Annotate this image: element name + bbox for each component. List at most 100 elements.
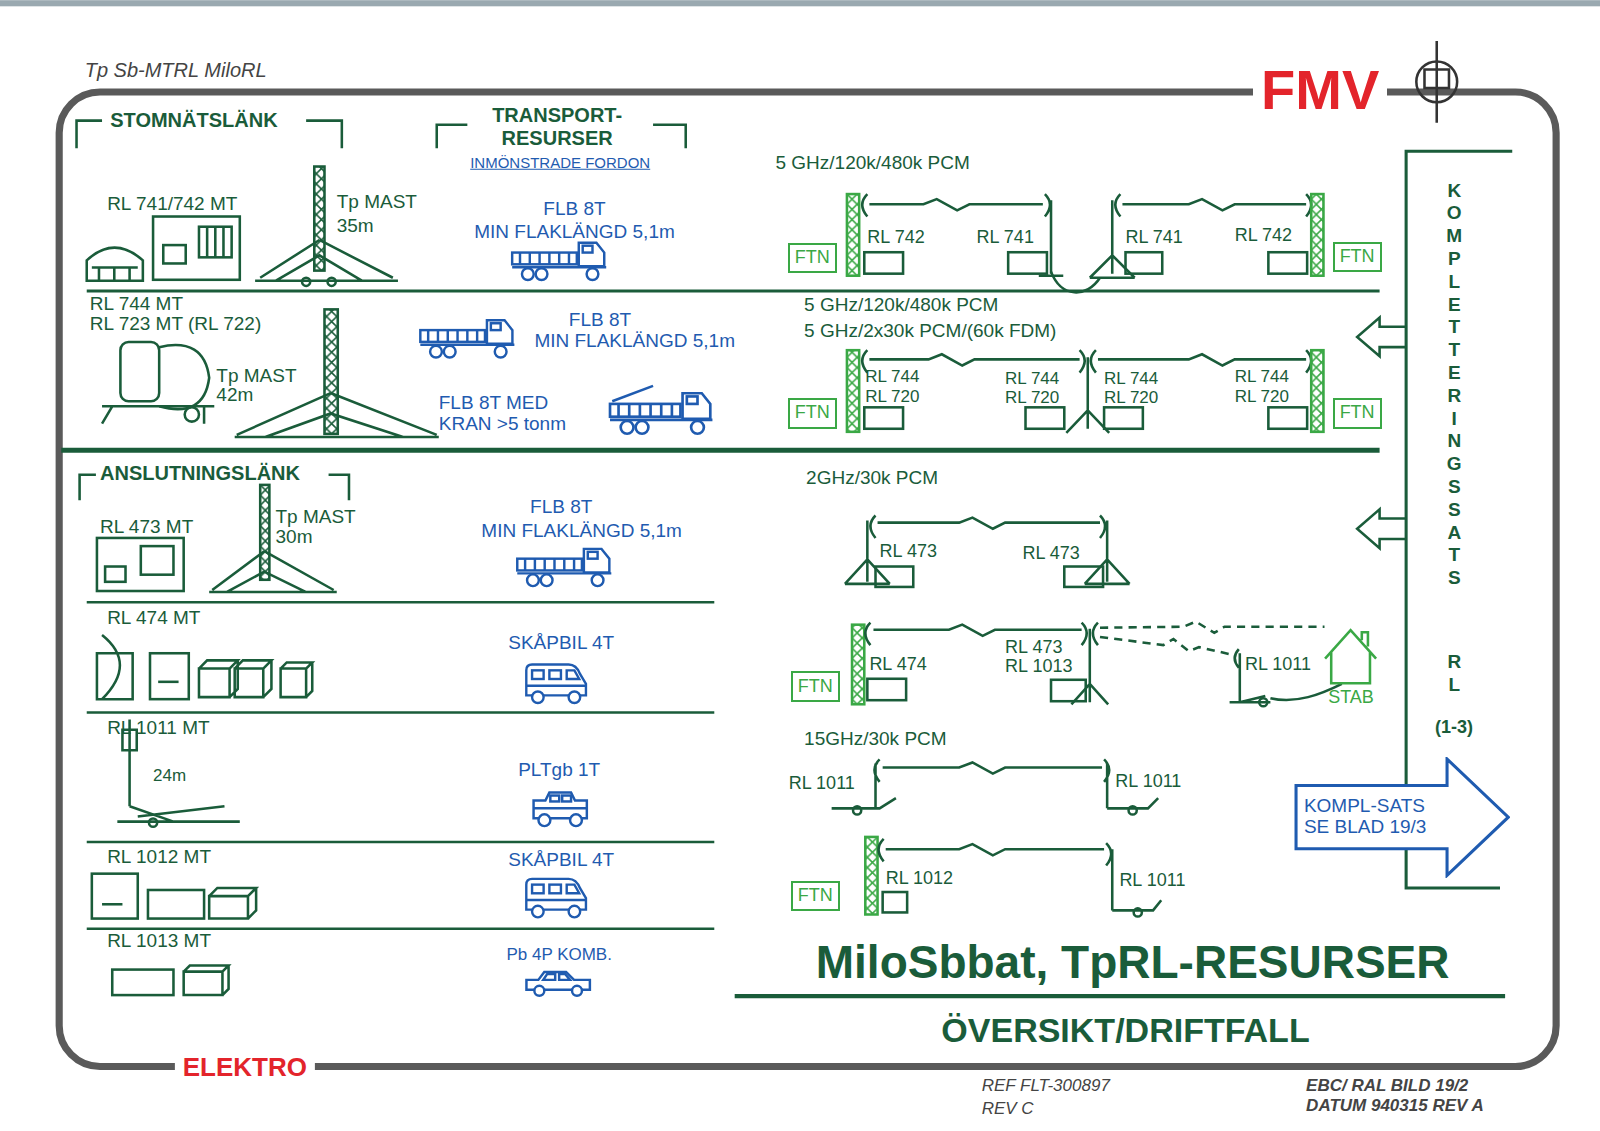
letter: O — [1443, 202, 1466, 225]
equipment-icons-part — [163, 245, 185, 263]
arrow-outline-shape — [1296, 759, 1508, 875]
vehicle-icons-part — [517, 549, 611, 586]
letter: I — [1443, 408, 1466, 431]
equipment-icons-part — [112, 970, 173, 996]
text-label: RL 720 — [1104, 389, 1158, 408]
radio-link-diagrams-part — [1129, 806, 1137, 814]
vehicle-icons-part — [612, 386, 653, 401]
text-label: RL 720 — [1005, 389, 1059, 408]
page-frame-part — [59, 92, 1556, 1066]
radio-link-diagrams-part — [864, 252, 903, 273]
ftn-box: FTN — [1333, 398, 1382, 429]
page-frame-part — [0, 0, 1600, 6]
ftn-box: FTN — [1333, 242, 1382, 273]
radio-link-diagrams-part — [1098, 354, 1306, 365]
vehicle-icons — [420, 243, 712, 996]
letter: A — [1443, 522, 1466, 545]
radio-link-diagrams-part — [879, 839, 884, 861]
node-text: FTN — [1340, 403, 1375, 423]
radio-link-diagrams-part — [1039, 194, 1063, 276]
text-label: RL 741/742 MT — [107, 194, 237, 215]
vehicle-icons-part — [610, 393, 712, 434]
equipment-icons-part — [209, 551, 337, 592]
letter: T — [1443, 339, 1466, 362]
vertical-label: KOMPLETTERINGSSATS — [1443, 180, 1466, 590]
text-label: FLB 8T — [543, 199, 605, 220]
text-label: SKÅPBIL 4T — [508, 632, 614, 653]
grid-lines-part — [1357, 318, 1406, 357]
equipment-icons-part — [92, 874, 138, 919]
equipment-icons-part — [120, 342, 159, 401]
equipment-icons-part — [199, 227, 232, 258]
text-label: KRAN >5 tonm — [439, 414, 566, 435]
text-label: RL 742 — [1235, 226, 1292, 246]
text-label: TRANSPORT- — [492, 104, 622, 126]
equipment-icons-part — [141, 546, 174, 575]
radio-link-diagrams-part — [1008, 252, 1047, 273]
radio-link-diagrams-part — [1311, 350, 1323, 432]
text-label: RL 744 MT — [90, 294, 183, 315]
text-label: FLB 8T — [530, 497, 592, 518]
text-label: 42m — [216, 384, 253, 405]
radio-link-diagrams-part — [847, 194, 859, 276]
text-label: RL 744 — [865, 367, 919, 386]
text-label: FLB 8T MED — [439, 393, 548, 414]
ftn-box: FTN — [791, 671, 840, 702]
radio-link-diagrams-part — [1051, 680, 1086, 701]
text-label: RL 720 — [865, 388, 919, 407]
equipment-icons-part — [153, 217, 240, 280]
stab-house: STAB — [1321, 624, 1380, 708]
text-label: MIN FLAKLÄNGD 5,1m — [474, 221, 675, 242]
text-label: 24m — [153, 766, 186, 785]
text-label: RL 744 — [1005, 369, 1059, 388]
text-label: RL 474 MT — [107, 608, 200, 629]
node-text: STAB — [1328, 688, 1374, 708]
radio-link-diagrams-part — [852, 625, 864, 705]
text-label: (1-3) — [1435, 718, 1473, 738]
vehicle-icons-part — [526, 972, 589, 996]
text-label: 2GHz/30k PCM — [806, 467, 938, 488]
text-label: RL 1013 MT — [107, 930, 211, 951]
equipment-icons-part — [235, 393, 439, 437]
text-label: 35m — [337, 215, 374, 236]
grid-lines-part — [735, 994, 1505, 998]
text-label: RL 744 — [1235, 367, 1289, 386]
text-label: Tp MAST — [337, 192, 417, 213]
house-outline-path — [1326, 631, 1377, 684]
radio-link-diagrams-part — [864, 407, 903, 428]
text-label: RL 473 — [1022, 544, 1079, 564]
text-label: RL 474 — [869, 655, 926, 675]
text-label: RL 1011 MT — [107, 717, 209, 738]
text-label: Pb 4P KOMB. — [506, 946, 612, 965]
text-label: FLB 8T — [569, 310, 631, 331]
vehicle-icons-part — [534, 793, 587, 827]
equipment-icons-part — [102, 406, 214, 423]
radio-link-diagrams-part — [1134, 908, 1142, 916]
vehicle-icons-part — [512, 243, 606, 280]
letter: E — [1443, 362, 1466, 385]
text-label: 5 GHz/120k/480k PCM — [776, 153, 970, 174]
text-label: REF FLT-300897 — [982, 1076, 1110, 1095]
vertical-label: RL — [1443, 651, 1466, 697]
equipment-icons-part — [158, 681, 178, 684]
text-label: Tp Sb-MTRL MiloRL — [85, 59, 267, 81]
text-label: RL 1011 — [1245, 655, 1311, 675]
radio-link-diagrams-part-part — [1100, 637, 1235, 655]
radio-link-diagrams-part — [1259, 698, 1267, 706]
text-label: STOMNÄTSLÄNK — [110, 109, 277, 131]
radio-link-diagrams-part — [1071, 623, 1108, 705]
equipment-icons-part — [184, 966, 229, 996]
radio-link-diagrams-part — [1126, 252, 1163, 273]
letter: R — [1443, 385, 1466, 408]
radio-link-diagrams-part — [867, 679, 906, 700]
ftn-box: FTN — [791, 881, 840, 912]
text-label: RL 742 — [867, 228, 924, 248]
grid-lines-part — [437, 125, 686, 148]
text-label: PLTgb 1T — [518, 760, 600, 781]
letter: P — [1443, 248, 1466, 271]
text-label: RL 473 MT — [100, 516, 193, 537]
letter: L — [1443, 271, 1466, 294]
letter: S — [1443, 567, 1466, 590]
grid-lines-part — [87, 289, 1380, 292]
text-label: 15GHz/30k PCM — [804, 728, 947, 749]
